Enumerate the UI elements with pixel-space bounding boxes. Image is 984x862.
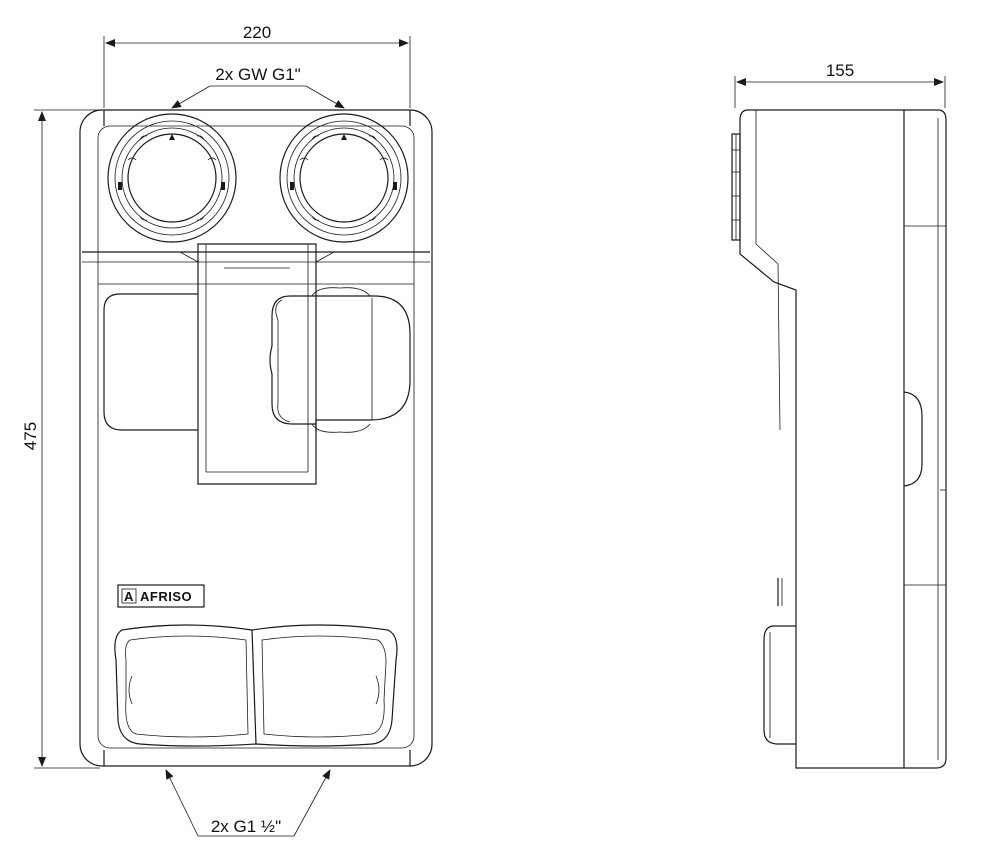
logo-mark: A xyxy=(124,589,134,604)
dimension-width: 220 xyxy=(103,23,411,108)
side-valve-knob xyxy=(731,133,741,241)
side-connection-hood xyxy=(763,625,796,745)
top-connection-callout: 2x GW G1" xyxy=(171,65,345,109)
logo-text: AFRISO xyxy=(140,589,192,604)
right-valve-knob xyxy=(279,113,409,243)
side-pump-bulge xyxy=(903,391,923,487)
dimension-height-label: 475 xyxy=(21,422,40,450)
side-detail-mark xyxy=(777,578,783,606)
left-valve-knob xyxy=(107,113,237,243)
central-column xyxy=(179,243,335,485)
dimension-depth: 155 xyxy=(734,61,946,108)
pump-motor xyxy=(269,287,411,433)
front-housing xyxy=(79,109,433,767)
side-housing xyxy=(739,109,947,769)
top-connection-label: 2x GW G1" xyxy=(215,65,300,84)
dimension-width-label: 220 xyxy=(243,23,271,42)
dimension-depth-label: 155 xyxy=(826,61,854,80)
afriso-logo: A AFRISO xyxy=(117,584,205,608)
bottom-connection-label: 2x G1 ½" xyxy=(211,817,281,836)
bottom-connection-callout: 2x G1 ½" xyxy=(165,769,331,837)
side-view: 155 xyxy=(731,61,947,769)
front-view: 220 2x GW G1" 475 xyxy=(21,23,433,837)
dimension-height: 475 xyxy=(21,109,100,769)
left-cavity xyxy=(103,293,198,431)
bottom-connection-hoods xyxy=(114,624,398,747)
